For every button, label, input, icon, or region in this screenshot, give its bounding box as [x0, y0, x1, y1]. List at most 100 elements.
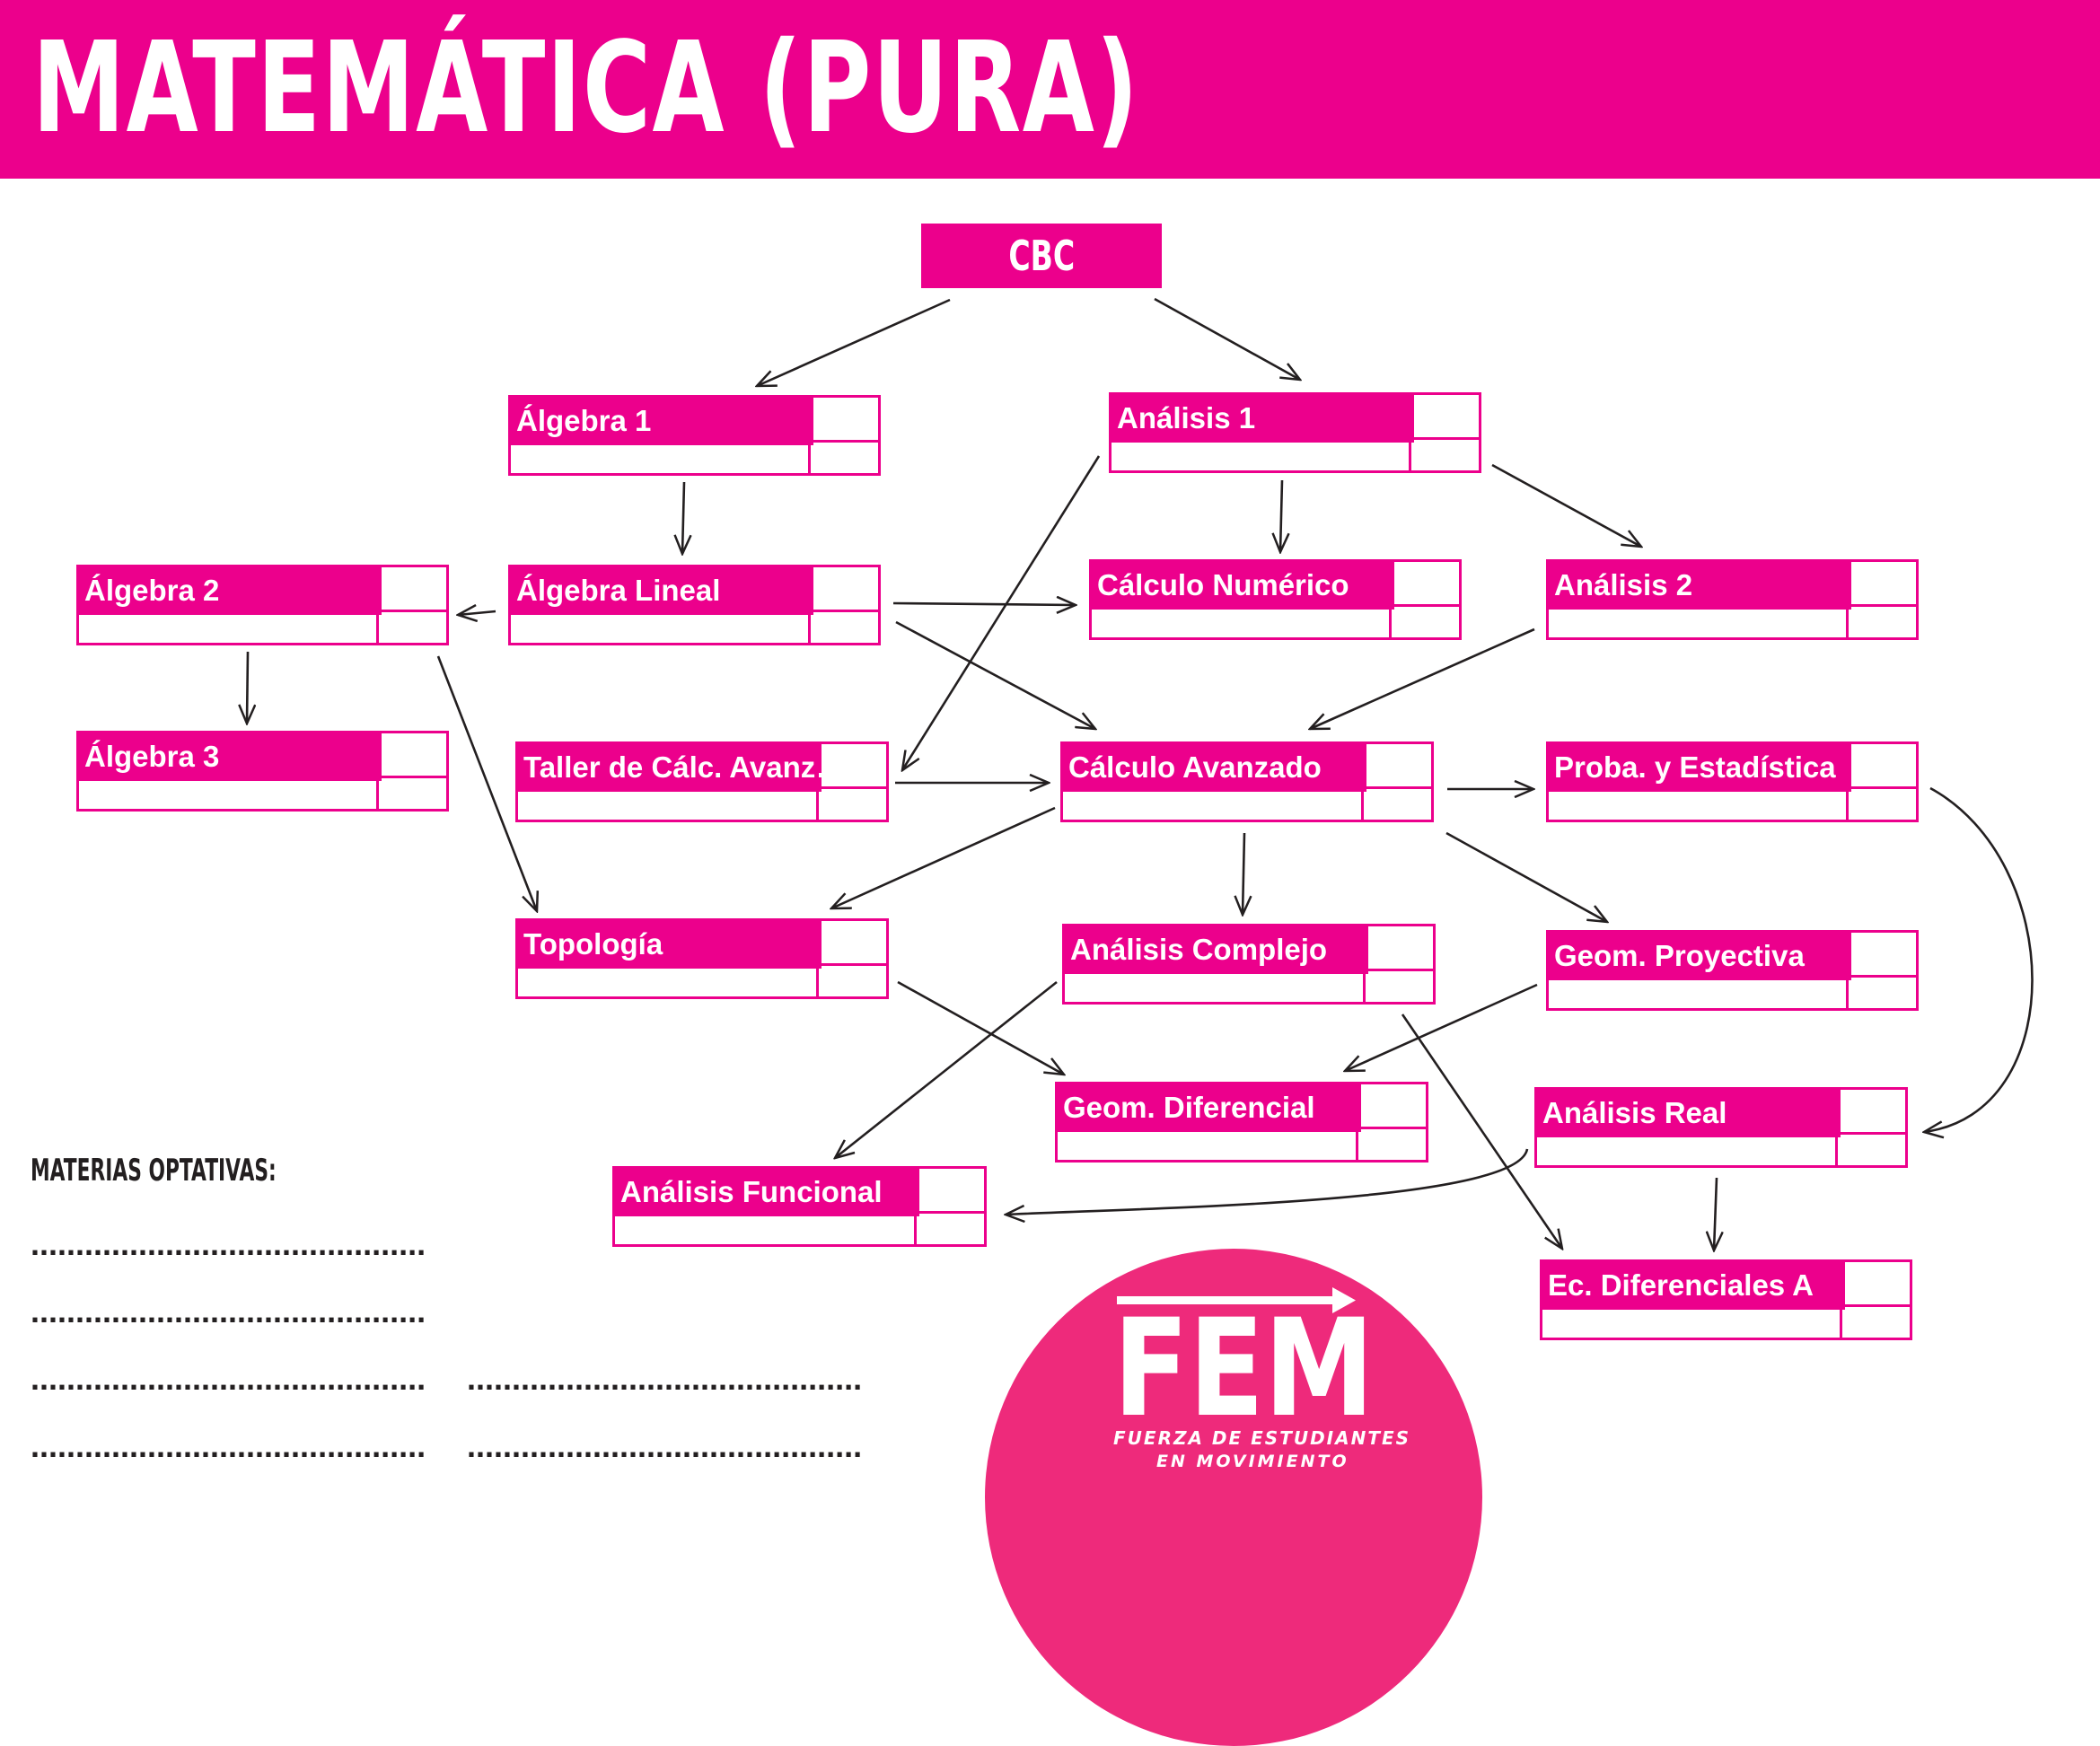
date-cell: [1835, 1135, 1905, 1168]
arrow-algebra-lineal-calculo-avanzado: [895, 620, 1095, 729]
date-cell: [1840, 1307, 1910, 1340]
node-label: Álgebra 2: [79, 567, 382, 612]
node-label: Análisis Funcional: [615, 1169, 919, 1214]
grade-cell: [1846, 933, 1916, 978]
node-label: Álgebra Lineal: [511, 567, 813, 612]
grade-cell: [808, 398, 878, 443]
arrow-analisis-real-ec-diferenciales: [1714, 1177, 1717, 1250]
node-label: Proba. y Estadística: [1549, 744, 1851, 789]
grade-cell: [808, 567, 878, 612]
node-analisis-real: Análisis Real: [1534, 1087, 1908, 1168]
date-cell: [808, 612, 878, 645]
prerequisite-arrows: [0, 297, 2034, 1485]
grade-cell: [816, 921, 886, 966]
grade-cell: [1840, 1262, 1910, 1307]
arrow-analisis2-calculo-avanzado: [1310, 627, 1535, 729]
optativa-line: ........................................…: [31, 1430, 426, 1462]
grade-cell: [816, 744, 886, 789]
grade-cell: [376, 567, 446, 612]
date-cell: [376, 612, 446, 645]
node-label: Cálculo Numérico: [1092, 562, 1394, 607]
date-cell: [376, 778, 446, 812]
arrow-calculo-avanzado-topologia: [831, 806, 1056, 908]
arrow-geom-proyectiva-geom-diferencial: [1345, 983, 1538, 1071]
optativas-title: MATERIAS OPTATIVAS:: [31, 1153, 277, 1189]
arrow-analisis1-taller: [902, 455, 1101, 770]
arrow-algebra-lineal-algebra2: [458, 611, 496, 615]
arrow-analisis1-calculo-numerico: [1280, 479, 1282, 552]
date-cell: [1361, 789, 1431, 822]
logo-fem: FEM: [1113, 1291, 1375, 1447]
header-banner: [0, 0, 2100, 179]
grade-cell: [1846, 562, 1916, 607]
node-label: Análisis 1: [1112, 395, 1414, 440]
optativa-line: ........................................…: [467, 1363, 863, 1395]
node-analisis-funcional: Análisis Funcional: [612, 1166, 987, 1247]
node-label: Análisis Complejo: [1065, 926, 1368, 971]
logo-subtitle-1: FUERZA DE ESTUDIANTES: [1113, 1427, 1411, 1449]
arrow-algebra1-algebra-lineal: [682, 481, 684, 554]
date-cell: [808, 443, 878, 476]
optativa-line: ........................................…: [467, 1430, 863, 1462]
arrow-analisis1-analisis2: [1491, 463, 1641, 547]
arrow-algebra2-topologia: [436, 655, 537, 911]
grade-cell: [1361, 744, 1431, 789]
arrow-algebra-lineal-calculo-numerico: [892, 603, 1076, 605]
arrow-analisis-real-analisis-funcional: [1006, 1148, 1529, 1215]
node-analisis-2: Análisis 2: [1546, 559, 1919, 640]
node-calculo-avanzado: Cálculo Avanzado: [1060, 741, 1434, 822]
logo-arrow-icon: [1117, 1287, 1356, 1313]
node-label: Cálculo Avanzado: [1063, 744, 1366, 789]
date-cell: [1846, 607, 1916, 640]
grade-cell: [376, 733, 446, 778]
node-label: Análisis Real: [1537, 1090, 1841, 1135]
grade-cell: [1835, 1090, 1905, 1135]
node-geom-proyectiva: Geom. Proyectiva: [1546, 930, 1919, 1011]
arrow-cbc-algebra1: [757, 298, 951, 386]
node-label: Geom. Proyectiva: [1549, 933, 1851, 978]
node-algebra-1: Álgebra 1: [508, 395, 881, 476]
date-cell: [1409, 440, 1479, 473]
node-proba-estadistica: Proba. y Estadística: [1546, 741, 1919, 822]
node-cbc: CBC: [921, 224, 1162, 288]
node-label: Ec. Diferenciales A: [1542, 1262, 1845, 1307]
node-algebra-lineal: Álgebra Lineal: [508, 565, 881, 645]
date-cell: [1846, 789, 1916, 822]
node-algebra-2: Álgebra 2: [76, 565, 449, 645]
node-algebra-3: Álgebra 3: [76, 731, 449, 812]
node-label: Álgebra 3: [79, 733, 382, 778]
date-cell: [1363, 971, 1433, 1005]
arrow-cbc-analisis1: [1154, 297, 1300, 380]
grade-cell: [1846, 744, 1916, 789]
node-label: Análisis 2: [1549, 562, 1851, 607]
date-cell: [1389, 607, 1459, 640]
arrow-calculo-avanzado-geom-proyectiva: [1445, 831, 1607, 922]
optativa-line: ........................................…: [31, 1295, 426, 1328]
grade-cell: [914, 1169, 984, 1214]
date-cell: [1846, 978, 1916, 1011]
node-calculo-numerico: Cálculo Numérico: [1089, 559, 1462, 640]
node-label: Topología: [518, 921, 822, 966]
arrow-topologia-geom-diferencial: [897, 980, 1064, 1075]
arrow-analisis-complejo-ec-diferenciales: [1401, 1013, 1562, 1249]
date-cell: [816, 966, 886, 999]
arrow-analisis-complejo-analisis-funcional: [835, 980, 1058, 1158]
grade-cell: [1363, 926, 1433, 971]
grade-cell: [1409, 395, 1479, 440]
node-label: Geom. Diferencial: [1058, 1084, 1361, 1129]
optativa-line: ........................................…: [31, 1363, 426, 1395]
arrow-calculo-avanzado-analisis-complejo: [1243, 832, 1244, 915]
arrow-proba-analisis-real: [1924, 786, 2034, 1132]
node-ec-diferenciales: Ec. Diferenciales A: [1540, 1259, 1912, 1340]
node-analisis-1: Análisis 1: [1109, 392, 1481, 473]
grade-cell: [1389, 562, 1459, 607]
node-geom-diferencial: Geom. Diferencial: [1055, 1082, 1428, 1163]
node-label: Taller de Cálc. Avanz.: [518, 744, 822, 789]
grade-cell: [1356, 1084, 1426, 1129]
node-taller-calculo-avanzado: Taller de Cálc. Avanz.: [515, 741, 889, 822]
optativa-line: ........................................…: [31, 1228, 426, 1260]
page-title: MATEMÁTICA (PURA): [32, 15, 1140, 162]
logo-subtitle-2: EN MOVIMIENTO: [1156, 1452, 1349, 1471]
node-topologia: Topología: [515, 918, 889, 999]
node-label: Álgebra 1: [511, 398, 813, 443]
